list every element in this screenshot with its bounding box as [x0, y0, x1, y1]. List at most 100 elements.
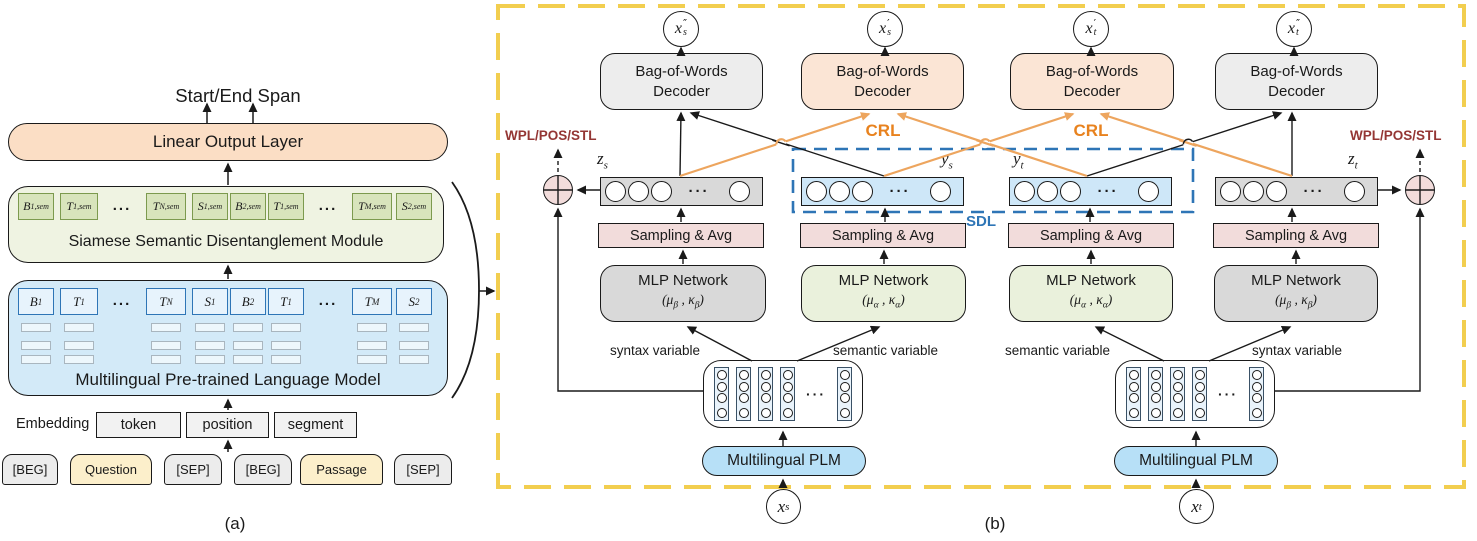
sampling-avg-box: Sampling & Avg: [1213, 223, 1379, 248]
crl-loss-label-right: CRL: [1073, 121, 1109, 140]
hidden-state-rect: [195, 323, 225, 332]
ellipsis: ...: [318, 291, 338, 309]
panel-a-arrows: [202, 102, 258, 452]
ellipsis: ...: [112, 291, 132, 309]
latent-label-ys: ys: [941, 149, 953, 172]
latent-vector-zs: ···: [600, 177, 763, 206]
ellipsis: ...: [318, 196, 338, 214]
mlp-network-beta: MLP Network (μβ , κβ): [600, 265, 766, 322]
embedding-token-box: token: [96, 412, 181, 438]
hidden-state-rect: [271, 355, 301, 364]
sdl-loss-label: SDL: [966, 213, 996, 230]
hidden-state-rect: [21, 323, 51, 332]
mplm-module-label: Multilingual Pre-trained Language Model: [75, 370, 381, 389]
plus-cross-icon: [544, 176, 1434, 204]
hidden-states-matrix-target: ···: [1115, 360, 1275, 428]
hidden-state-rect: [271, 323, 301, 332]
wpl-dashed-arrows: [553, 148, 1425, 172]
panel-b-dashed-border: [496, 4, 1466, 489]
hidden-state-rect: [357, 355, 387, 364]
input-token-sep: [SEP]: [164, 454, 222, 485]
hidden-state-rect: [357, 341, 387, 350]
latent-vector-ys: ···: [801, 177, 964, 206]
latent-label-zs: zs: [597, 149, 608, 172]
hidden-state-rect: [64, 341, 94, 350]
input-token-sep: [SEP]: [394, 454, 452, 485]
embedding-position-box: position: [186, 412, 269, 438]
mlp-network-alpha: MLP Network (μα , κα): [1009, 265, 1173, 322]
crl-loss-label-left: CRL: [865, 121, 901, 140]
semantic-variable-label: semantic variable: [1005, 343, 1111, 358]
input-token-beg: [BEG]: [234, 454, 292, 485]
mlp-network-beta: MLP Network (μβ , κβ): [1214, 265, 1378, 322]
hidden-state-rect: [271, 341, 301, 350]
latent-vector-zt: ···: [1215, 177, 1378, 206]
hidden-state-rect: [21, 355, 51, 364]
wpl-loss-label-right: WPL/POS/STL: [1350, 128, 1442, 143]
sampling-avg-box: Sampling & Avg: [800, 223, 966, 248]
input-token-passage: Passage: [300, 454, 383, 485]
line-hops: [772, 137, 1197, 149]
hidden-states-matrix-source: ···: [703, 360, 863, 428]
panel-b-caption: (b): [984, 514, 1006, 533]
linear-output-layer-box: Linear Output Layer: [8, 123, 448, 161]
hidden-state-rect: [233, 341, 263, 350]
hidden-state-rect: [357, 323, 387, 332]
input-token-beg: [BEG]: [2, 454, 58, 485]
hidden-state-rect: [64, 323, 94, 332]
hidden-state-rect: [195, 355, 225, 364]
hidden-state-rect: [399, 341, 429, 350]
hidden-state-rect: [399, 323, 429, 332]
embedding-label: Embedding: [16, 416, 90, 432]
hidden-state-rect: [64, 355, 94, 364]
panel-a-bracket: [451, 181, 480, 399]
panel-a-caption: (a): [224, 514, 246, 533]
output-xs-p: x′s: [867, 11, 903, 47]
multilingual-plm-box: Multilingual PLM: [702, 446, 866, 476]
embedding-segment-box: segment: [274, 412, 357, 438]
syntax-variable-label: syntax variable: [610, 343, 701, 358]
latent-label-yt: yt: [1013, 149, 1024, 172]
ellipsis: ...: [112, 196, 132, 214]
output-xt-p: x′t: [1073, 11, 1109, 47]
hidden-state-rect: [195, 341, 225, 350]
hidden-state-rect: [151, 323, 181, 332]
hidden-state-rect: [21, 341, 51, 350]
siamese-module-label: Siamese Semantic Disentanglement Module: [68, 233, 384, 250]
semantic-variable-label: semantic variable: [833, 343, 939, 358]
wpl-loss-label-left: WPL/POS/STL: [505, 128, 597, 143]
multilingual-plm-box: Multilingual PLM: [1114, 446, 1278, 476]
output-xs-pp: x″s: [663, 11, 699, 47]
hidden-state-rect: [233, 323, 263, 332]
input-token-question: Question: [70, 454, 152, 485]
syntax-variable-label: syntax variable: [1252, 343, 1343, 358]
latent-label-zt: zt: [1348, 149, 1358, 172]
hidden-state-rect: [151, 341, 181, 350]
hidden-state-rect: [233, 355, 263, 364]
sdl-dashed-box: [791, 147, 1195, 214]
hidden-state-rect: [151, 355, 181, 364]
